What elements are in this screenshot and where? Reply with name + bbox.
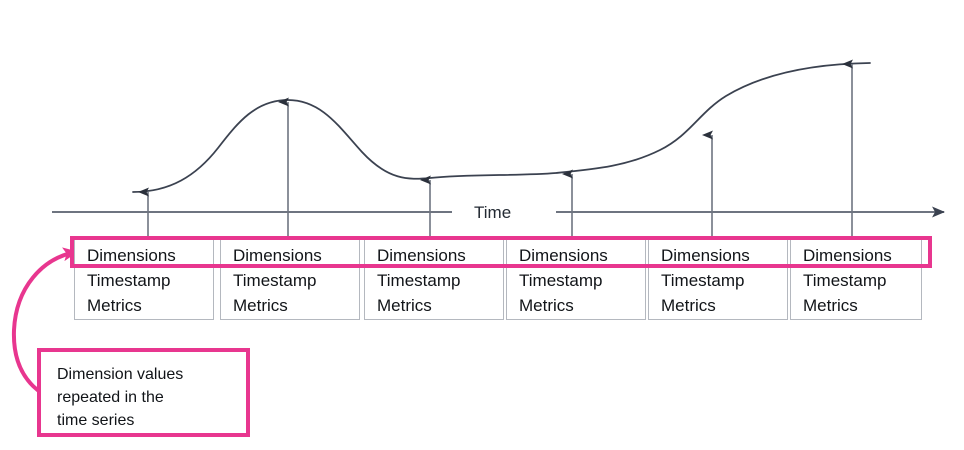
record-metrics-label: Metrics	[661, 296, 716, 315]
record-dimensions-label: Dimensions	[661, 246, 750, 265]
callout-line: time series	[57, 412, 135, 429]
record-timestamp-label: Timestamp	[803, 271, 887, 290]
record-timestamp-label: Timestamp	[519, 271, 603, 290]
record-metrics-label: Metrics	[519, 296, 574, 315]
record-dimensions-label: Dimensions	[377, 246, 466, 265]
record-dimensions-label: Dimensions	[519, 246, 608, 265]
callout-box: Dimension values repeated in the time se…	[37, 348, 250, 437]
time-axis-label: Time	[474, 203, 512, 222]
time-series-curve	[132, 62, 871, 193]
record-dimensions-label: Dimensions	[803, 246, 892, 265]
record-box[interactable]: Dimensions Timestamp Metrics	[74, 236, 214, 320]
record-metrics-label: Metrics	[233, 296, 288, 315]
record-metrics-label: Metrics	[87, 296, 142, 315]
record-dimensions-label: Dimensions	[233, 246, 322, 265]
record-box[interactable]: Dimensions Timestamp Metrics	[364, 236, 504, 320]
record-timestamp-label: Timestamp	[87, 271, 171, 290]
callout-line: repeated in the	[57, 389, 164, 406]
callout-line: Dimension values	[57, 366, 184, 383]
record-dimensions-label: Dimensions	[87, 246, 176, 265]
record-timestamp-label: Timestamp	[661, 271, 745, 290]
record-timestamp-label: Timestamp	[233, 271, 317, 290]
record-box[interactable]: Dimensions Timestamp Metrics	[790, 236, 922, 320]
record-box[interactable]: Dimensions Timestamp Metrics	[648, 236, 788, 320]
record-metrics-label: Metrics	[803, 296, 858, 315]
record-metrics-label: Metrics	[377, 296, 432, 315]
record-timestamp-label: Timestamp	[377, 271, 461, 290]
record-box[interactable]: Dimensions Timestamp Metrics	[220, 236, 360, 320]
record-box[interactable]: Dimensions Timestamp Metrics	[506, 236, 646, 320]
